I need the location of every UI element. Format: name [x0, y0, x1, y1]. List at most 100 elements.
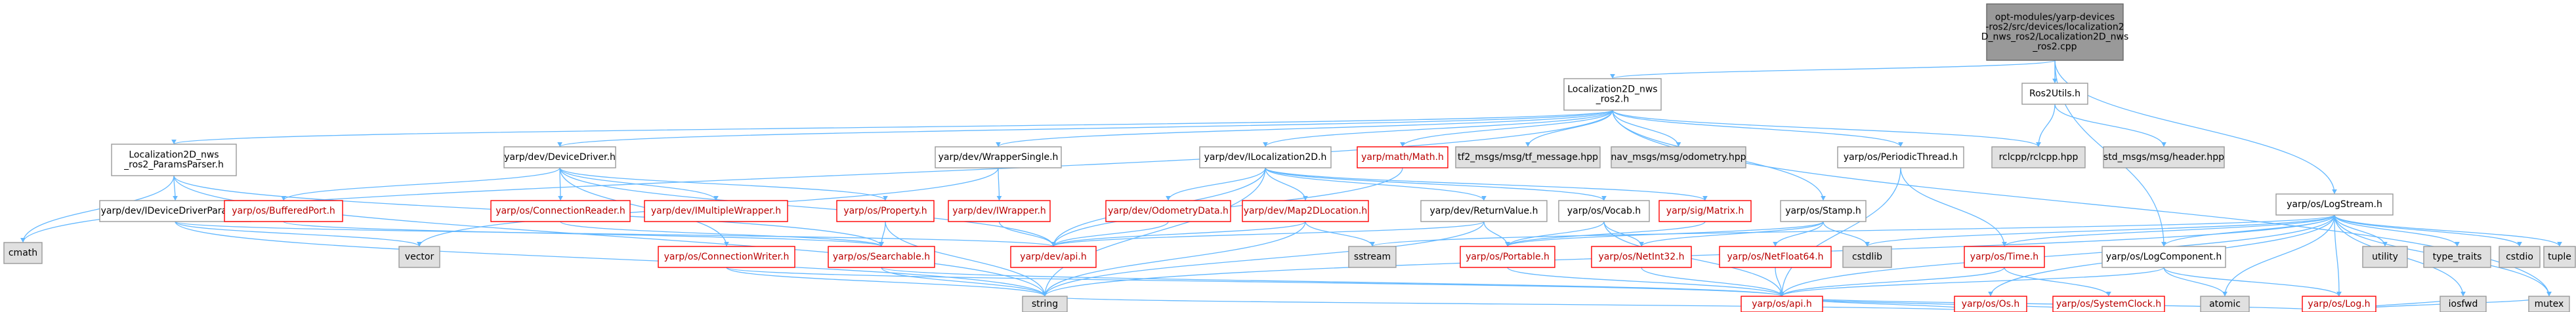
edge-loc-h-to-cmath [22, 109, 1613, 243]
node-iwrapper[interactable]: yarp/dev/IWrapper.h [948, 200, 1051, 222]
node-ros2utils[interactable]: Ros2Utils.h [2021, 83, 2088, 105]
node-box [1611, 146, 1746, 168]
edge-loc-h-to-rclcpp [1612, 109, 2039, 147]
edge-ilocalization-to-string [1044, 167, 1266, 297]
node-logh[interactable]: yarp/os/Log.h [2302, 296, 2376, 312]
node-box [1558, 200, 1650, 222]
node-wrappersingle[interactable]: yarp/dev/WrapperSingle.h [935, 146, 1062, 168]
node-netfloat64[interactable]: yarp/os/NetFloat64.h [1719, 246, 1832, 268]
node-odomdata[interactable]: yarp/dev/OdometryData.h [1105, 200, 1231, 222]
node-box [490, 200, 631, 222]
node-osapi[interactable]: yarp/os/api.h [1741, 296, 1823, 312]
node-box [1420, 200, 1548, 222]
node-returnvalue[interactable]: yarp/dev/ReturnValue.h [1420, 200, 1548, 222]
edge-logstream-to-logcomponent [2163, 214, 2335, 247]
node-logcomponent[interactable]: yarp/os/LogComponent.h [2101, 246, 2226, 268]
node-box [644, 200, 788, 222]
node-params[interactable]: Localization2D_nws_ros2_ParamsParser.h [111, 144, 237, 176]
node-box [1460, 246, 1555, 268]
node-loc-h[interactable]: Localization2D_nws_ros2.h [1563, 78, 1662, 111]
edge-ros2utils-to-stdmsgs [2054, 104, 2164, 147]
node-box [658, 246, 795, 268]
node-label: yarp/os/Property.h [843, 206, 927, 216]
edge-ilocalization-to-returnvalue [1265, 167, 1485, 201]
node-osh[interactable]: yarp/os/Os.h [1954, 296, 2027, 312]
node-box [1105, 200, 1231, 222]
node-label: opt-modules/yarp-devices [1995, 12, 2115, 23]
node-periodic[interactable]: yarp/os/PeriodicThread.h [1837, 146, 1964, 168]
node-stamp[interactable]: yarp/os/Stamp.h [1780, 200, 1867, 222]
node-portable[interactable]: yarp/os/Portable.h [1460, 246, 1555, 268]
edge-ilocalization-to-odomdata [1168, 167, 1266, 201]
node-devapi[interactable]: yarp/dev/api.h [1010, 246, 1097, 268]
edge-loc-h-to-mutex [1612, 109, 2550, 297]
node-netint32[interactable]: yarp/os/NetInt32.h [1591, 246, 1692, 268]
node-box [1719, 246, 1832, 268]
edge-connreader-to-searchable [560, 221, 882, 247]
node-sigmatrix[interactable]: yarp/sig/Matrix.h [1658, 200, 1752, 222]
node-box [1357, 146, 1448, 168]
node-devicedriver[interactable]: yarp/dev/DeviceDriver.h [503, 146, 616, 168]
node-map2dloc[interactable]: yarp/dev/Map2DLocation.h [1242, 200, 1369, 222]
node-box [2200, 296, 2250, 312]
edge-logstream-to-utility [2334, 214, 2386, 247]
edge-arrowhead [996, 142, 1001, 147]
node-box [1022, 296, 1068, 312]
edge-arrowhead [2455, 242, 2460, 246]
node-box [1010, 246, 1097, 268]
node-label: yarp/os/api.h [1752, 299, 1811, 309]
node-root[interactable]: opt-modules/yarp-devices-ros2/src/device… [1981, 3, 2129, 61]
edge-searchable-to-osapi [881, 267, 1783, 297]
node-box [1348, 246, 1397, 268]
node-label: yarp/math/Math.h [1361, 152, 1444, 163]
node-label: yarp/os/SystemClock.h [2056, 299, 2161, 309]
node-box [1199, 146, 1332, 168]
node-box [3, 242, 43, 264]
node-searchable[interactable]: yarp/os/Searchable.h [828, 246, 935, 268]
node-box [111, 144, 237, 176]
node-box [2101, 246, 2226, 268]
node-label: Localization2D_nws [129, 150, 219, 161]
node-box [1986, 3, 2124, 61]
node-label: yarp/dev/IWrapper.h [952, 206, 1046, 216]
node-connwriter[interactable]: yarp/os/ConnectionWriter.h [658, 246, 795, 268]
node-box [2362, 246, 2408, 268]
node-property[interactable]: yarp/os/Property.h [836, 200, 935, 222]
node-bufferedport[interactable]: yarp/os/BufferedPort.h [224, 200, 343, 222]
node-label: yarp/dev/ILocalization2D.h [1204, 152, 1327, 163]
node-label: Localization2D_nws [1567, 85, 1657, 95]
edge-layer [20, 60, 2562, 312]
edge-arrowhead [1263, 142, 1268, 147]
edge-arrowhead [996, 196, 1002, 201]
node-timeh[interactable]: yarp/os/Time.h [1964, 246, 2045, 268]
node-label: yarp/dev/api.h [1020, 252, 1086, 262]
node-ilocalization[interactable]: yarp/dev/ILocalization2D.h [1199, 146, 1332, 168]
edge-logstream-to-cstdlib [1867, 214, 2335, 247]
edge-devicedriver-to-imultiwrapper [559, 167, 717, 201]
node-connreader[interactable]: yarp/os/ConnectionReader.h [490, 200, 631, 222]
node-label: yarp/dev/Map2DLocation.h [1244, 206, 1368, 216]
edge-loc-h-to-devicedriver [559, 109, 1613, 147]
node-label: yarp/os/LogStream.h [2287, 199, 2382, 210]
node-box [2499, 246, 2541, 268]
edge-logstream-to-osapi [1781, 214, 2335, 297]
edge-devicedriver-to-connwriter [559, 167, 727, 247]
node-imultiwrapper[interactable]: yarp/dev/IMultipleWrapper.h [644, 200, 788, 222]
node-box [1837, 146, 1964, 168]
node-label: tf2_msgs/msg/tf_message.hpp [1458, 152, 1598, 163]
node-logstream[interactable]: yarp/os/LogStream.h [2275, 193, 2394, 216]
node-mathh[interactable]: yarp/math/Math.h [1357, 146, 1448, 168]
node-sysclock[interactable]: yarp/os/SystemClock.h [2052, 296, 2165, 312]
edge-property-to-string [885, 221, 1045, 297]
node-cmath: cmath [3, 242, 43, 264]
edge-arrowhead [173, 196, 178, 201]
edge-timeh-to-sysclock [2004, 267, 2109, 297]
node-label: yarp/dev/ReturnValue.h [1430, 206, 1538, 216]
edge-vocab-to-portable [1507, 221, 1605, 247]
node-stdmsgs: std_msgs/msg/header.hpp [2103, 146, 2225, 168]
node-box [1741, 296, 1823, 312]
node-vocab[interactable]: yarp/os/Vocab.h [1558, 200, 1650, 222]
edge-arrowhead [2052, 79, 2058, 83]
node-label: vector [405, 252, 434, 262]
node-mutex: mutex [2528, 296, 2570, 312]
